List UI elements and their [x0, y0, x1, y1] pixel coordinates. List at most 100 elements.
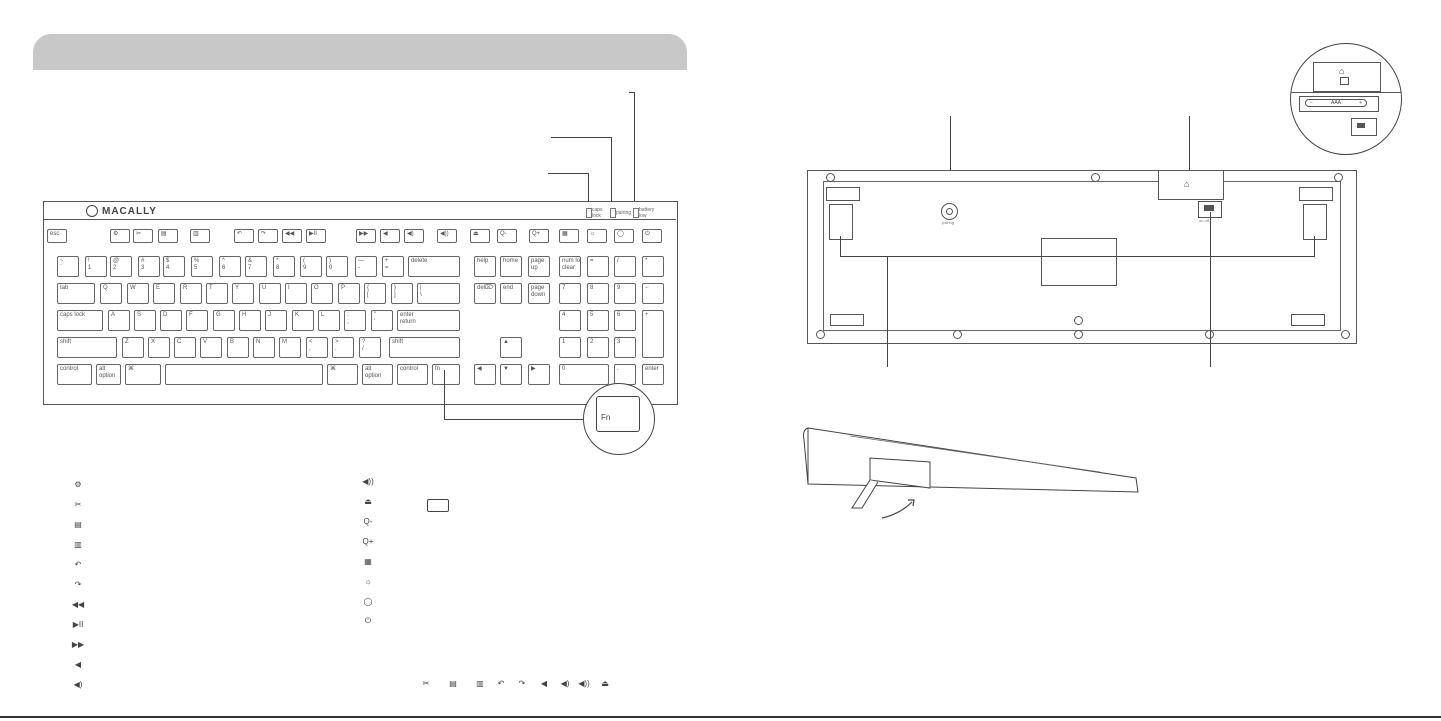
legend-icon: ◀))	[362, 476, 374, 486]
keyboard-key: # 3	[138, 256, 160, 277]
keyboard-key: ▥	[190, 229, 210, 243]
brand-logo: MACALLY	[86, 205, 157, 217]
kickstand-leg	[851, 479, 879, 509]
callout-line	[887, 256, 888, 367]
legend-icon: ▶▶	[71, 639, 85, 649]
keyboard-key: ↷	[258, 229, 278, 243]
keyboard-key: M	[279, 337, 301, 358]
legend-icon: ⏏	[364, 496, 372, 506]
keyboard-key: ◀))	[437, 229, 457, 243]
led-battery	[633, 208, 639, 218]
keyboard-key: Q	[100, 283, 122, 304]
keyboard-key: ~ `	[57, 256, 79, 277]
keyboard-key: X	[148, 337, 170, 358]
legend-icon: ☼	[364, 576, 372, 586]
keyboard-key: end	[500, 283, 522, 304]
legend-icon: ✂	[74, 499, 82, 509]
keyboard-key: ⌘	[327, 364, 358, 385]
bottom-icon: ⏏	[601, 678, 609, 688]
fn-key-enlarged: Fn	[596, 396, 640, 432]
keyboard-key: ▼	[500, 364, 522, 385]
legend-icon: ↷	[74, 579, 82, 589]
bottom-icon: ↶	[497, 678, 505, 688]
keyboard-key: N	[253, 337, 275, 358]
keyboard-key: caps lock	[57, 310, 103, 331]
callout-line	[588, 173, 589, 210]
keyboard-key: shift	[389, 337, 460, 358]
keyboard-key: — -	[355, 256, 377, 277]
keyboard-key: Z	[122, 337, 144, 358]
keyboard-key: .	[614, 364, 636, 385]
keyboard-key: control	[57, 364, 92, 385]
legend-icon: ▶II	[72, 619, 84, 629]
keyboard-key: K	[292, 310, 314, 331]
keyboard-key: Q-	[497, 229, 517, 243]
battery-type: AAA	[1330, 100, 1341, 106]
legend-icon: ◀◀	[71, 599, 85, 609]
keyboard-key: Y	[232, 283, 254, 304]
screw-icon	[1205, 330, 1214, 339]
keyboard-key: L	[318, 310, 340, 331]
keyboard-key: 5	[587, 310, 609, 331]
legend-icon: ◀	[74, 659, 82, 669]
keyboard-key: help	[474, 256, 496, 277]
keyboard-key: ✂	[133, 229, 153, 243]
keyboard-key: Q+	[529, 229, 549, 243]
callout-line	[950, 116, 951, 208]
keyboard-key: ⏏	[470, 229, 490, 243]
callout-line	[1210, 212, 1211, 367]
section-header-bar	[33, 34, 687, 70]
callout-line	[444, 370, 445, 420]
keyboard-key: F	[186, 310, 208, 331]
keyboard-key: I	[285, 283, 307, 304]
back-inner-panel	[823, 181, 1341, 331]
keyboard-key: E	[153, 283, 175, 304]
keyboard-key: A	[108, 310, 130, 331]
keyboard-key: /	[614, 256, 636, 277]
bottom-icon: ▤	[449, 678, 457, 688]
keyboard-key: alt option	[362, 364, 393, 385]
keyboard-key: ▦	[559, 229, 579, 243]
bottom-icon: ◀	[540, 678, 548, 688]
led-label: caps lock	[592, 207, 603, 219]
keyboard-key: +	[642, 310, 664, 358]
battery-door	[1313, 62, 1381, 92]
keyboard-key: O	[311, 283, 333, 304]
keyboard-key: ! 1	[85, 256, 107, 277]
bottom-icon: ▥	[476, 678, 484, 688]
keyboard-key: B	[227, 337, 249, 358]
callout-line	[840, 236, 841, 256]
keyboard-key: 2	[587, 337, 609, 358]
keyboard-key: ^ 6	[219, 256, 241, 277]
keyboard-key: num lock clear	[559, 256, 581, 277]
keyboard-key: ⏻	[642, 229, 662, 243]
keyboard-key: H	[239, 310, 261, 331]
keyboard-key: W	[127, 283, 149, 304]
kickstand-right	[1303, 204, 1327, 240]
bottom-icon: ◀)	[560, 678, 570, 688]
keyboard-key: esc	[47, 229, 67, 243]
keyboard-side-view	[803, 427, 1139, 519]
battery-tray	[1299, 96, 1379, 112]
keyboard-key: V	[200, 337, 222, 358]
keyboard-key: D	[160, 310, 182, 331]
keyboard-key: 6	[614, 310, 636, 331]
keyboard-key: fn	[432, 364, 460, 385]
keyboard-key: ( 9	[300, 256, 322, 277]
keyboard-key: @ 2	[110, 256, 132, 277]
keyboard-key: ☼	[587, 229, 607, 243]
callout-line	[1314, 236, 1315, 256]
callout-line	[611, 137, 612, 210]
keyboard-key	[165, 364, 323, 385]
keyboard-key: ⚙	[110, 229, 130, 243]
keyboard-key: del⌦	[474, 283, 496, 304]
pairing-button	[941, 203, 958, 220]
keyboard-key: > .	[332, 337, 354, 358]
keyboard-key: enter return	[397, 310, 460, 331]
keyboard-key: ⌘	[125, 364, 161, 385]
keyboard-key: % 5	[191, 256, 213, 277]
battery-plus: +	[1359, 100, 1362, 106]
keyboard-key: page up	[528, 256, 550, 277]
power-switch-slider	[1204, 205, 1214, 211]
battery-cover-icon: ⌂	[1184, 179, 1190, 189]
